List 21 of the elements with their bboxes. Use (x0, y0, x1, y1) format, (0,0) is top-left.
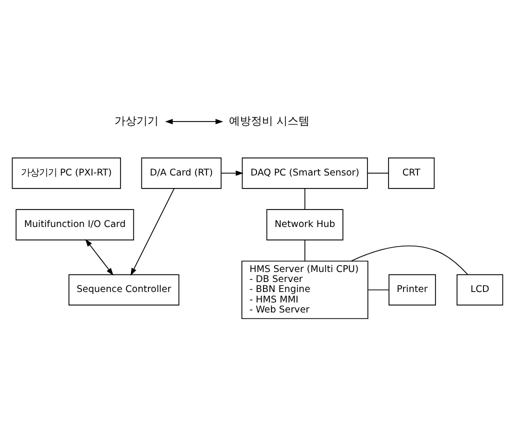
arrow (165, 118, 224, 124)
arrow (130, 188, 175, 276)
node-text: 가상기기 (114, 114, 159, 128)
node-box: Sequence Controller (68, 274, 180, 306)
arrow (85, 238, 114, 276)
node-box: DAQ PC (Smart Sensor) (242, 158, 368, 189)
node-box: LCD (456, 274, 504, 306)
node-text: 예방정비 시스템 (229, 114, 310, 128)
node-box: Network Hub (266, 209, 344, 240)
connector (368, 289, 390, 290)
node-box: Printer (388, 274, 436, 306)
connector (304, 240, 306, 262)
connector (304, 188, 306, 210)
connector (367, 172, 389, 174)
node-box: CRT (388, 158, 435, 189)
node-box: Muitifunction I/O Card (16, 209, 134, 240)
node-box: HMS Server (Multi CPU) - DB Server - BBN Engine - HMS MMI - Web Server (241, 260, 368, 320)
arrow (220, 170, 244, 176)
node-box: D/A Card (RT) (141, 158, 222, 189)
node-box: 가상기기 PC (PXI-RT) (12, 158, 121, 189)
connector (350, 246, 468, 275)
